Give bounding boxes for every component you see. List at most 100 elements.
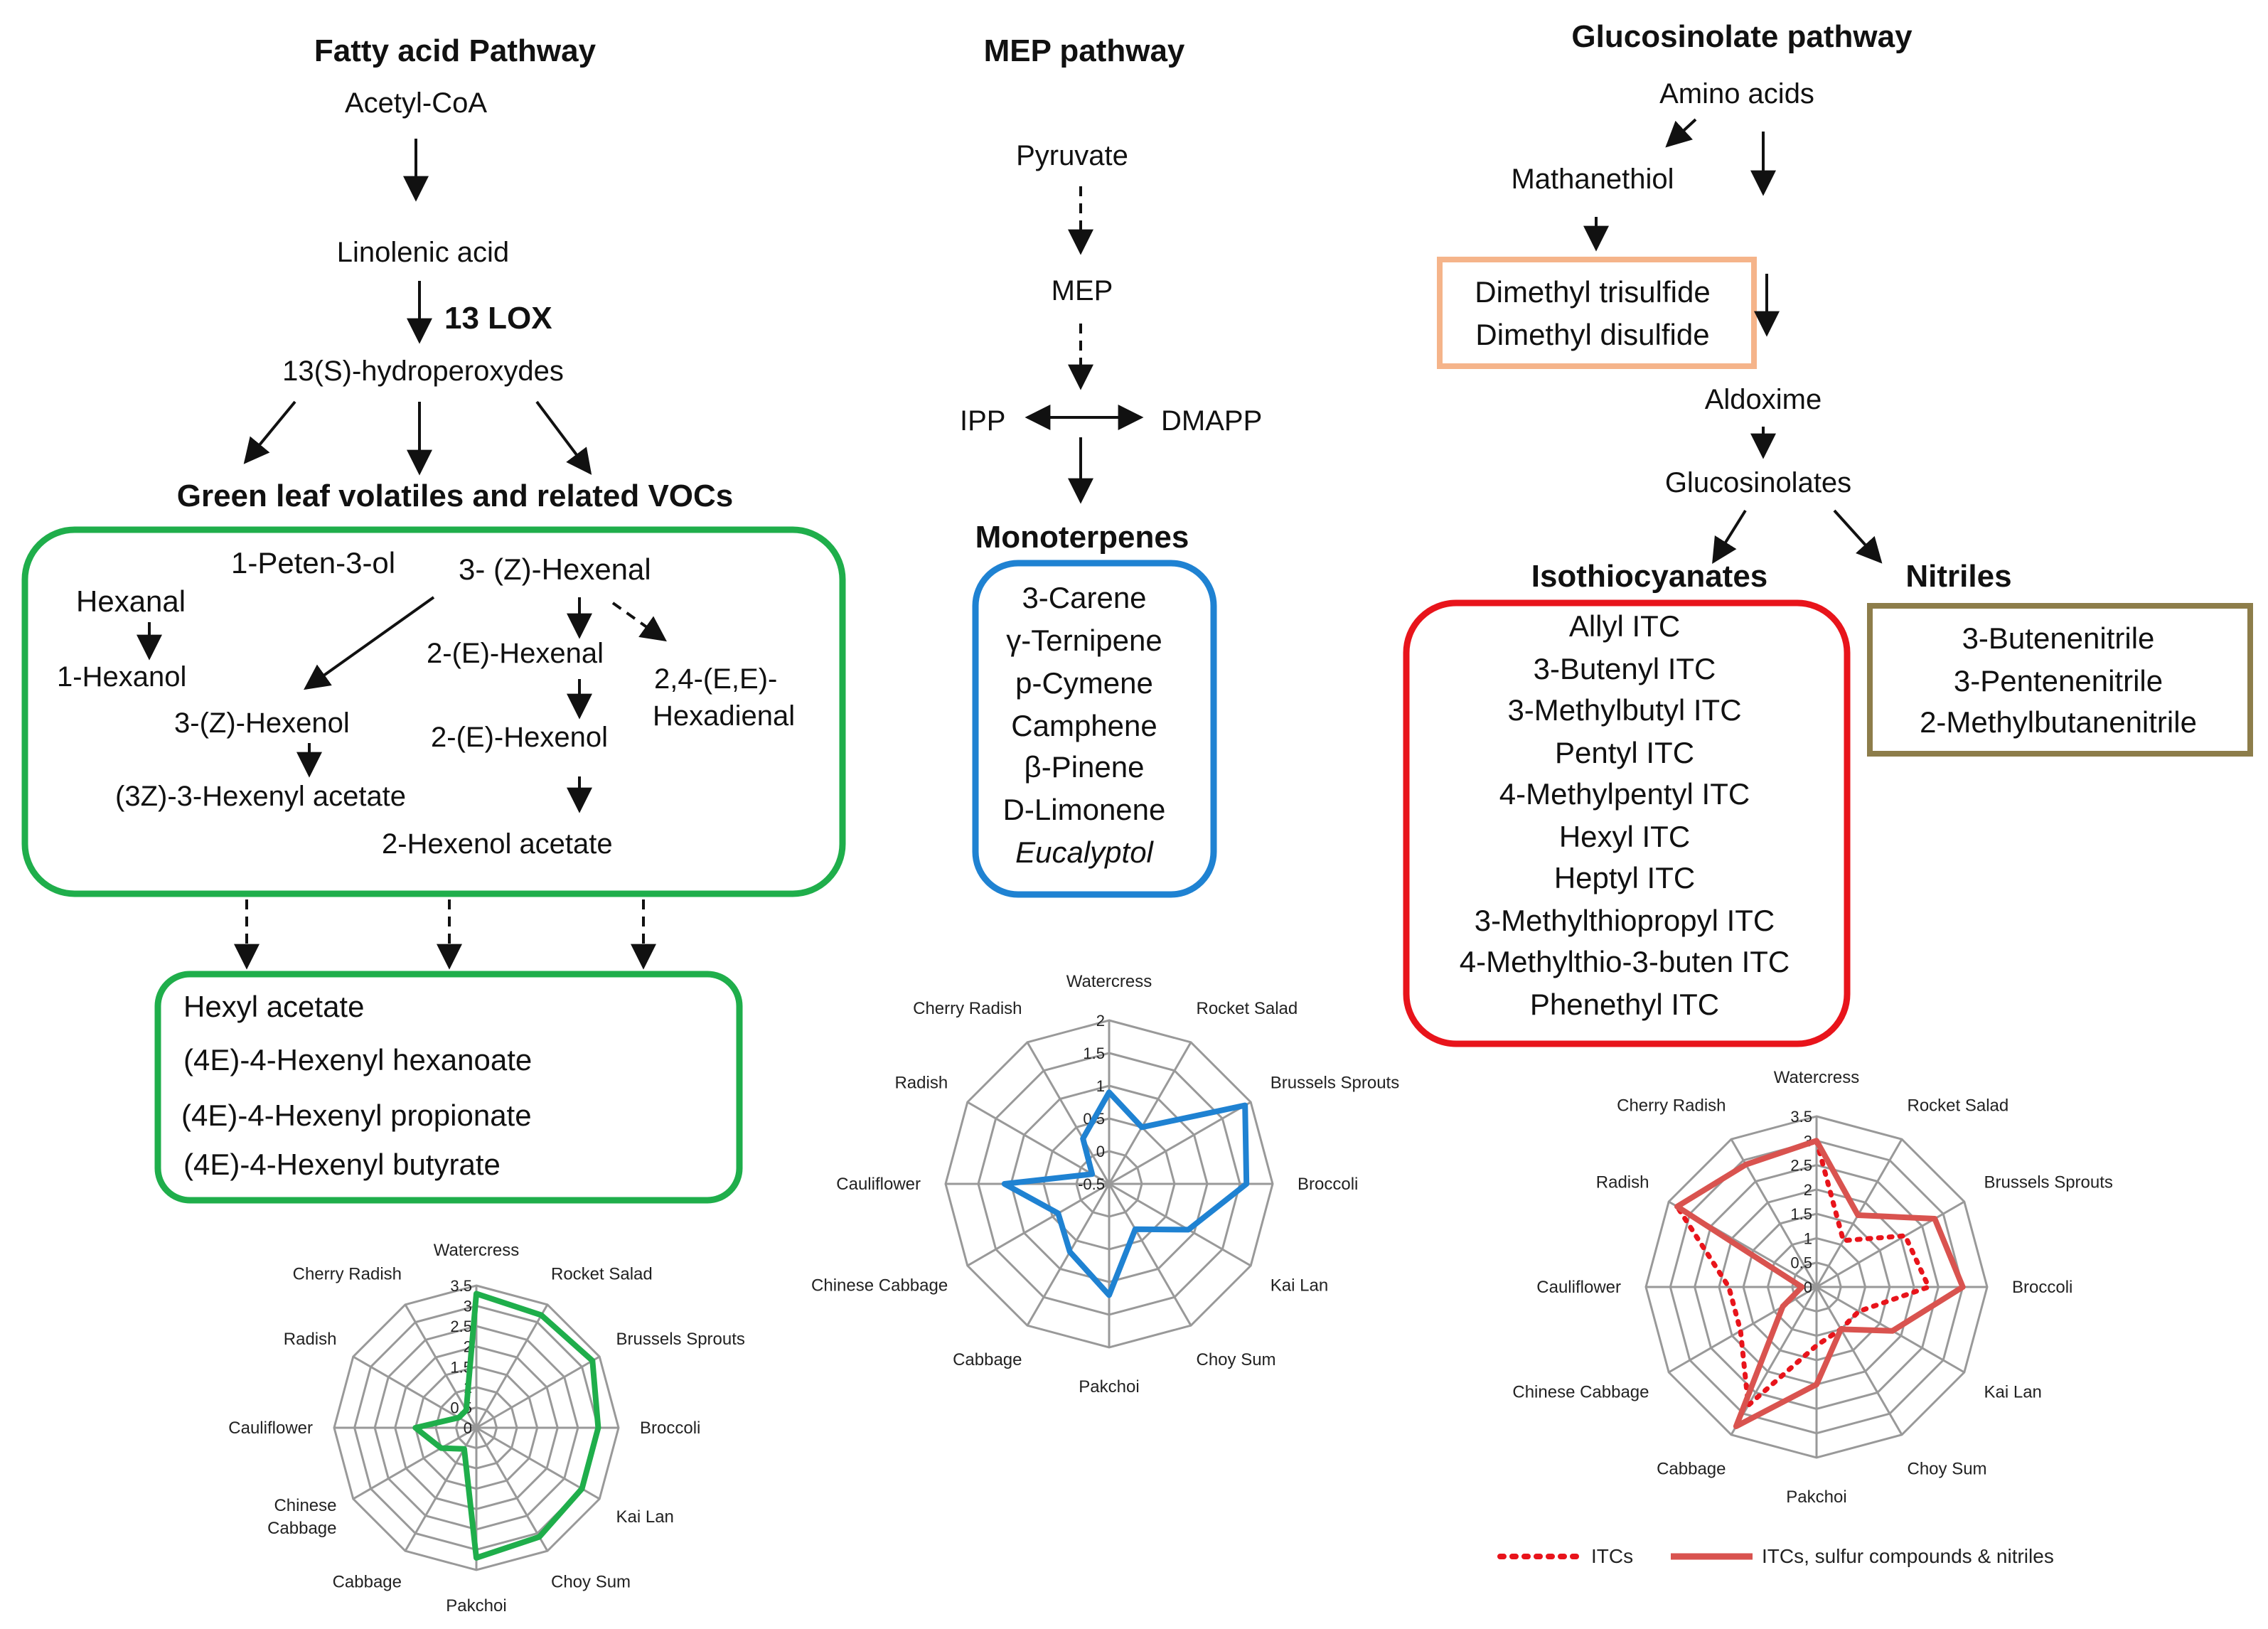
radar-tick-label: 0.5 — [1790, 1254, 1812, 1272]
radar-category-label: Radish — [894, 1074, 948, 1093]
radar-tick-label: 3.5 — [1790, 1108, 1812, 1126]
z-hexenal-label: 3- (Z)-Hexenal — [459, 552, 651, 586]
fatty-acid-pathway-title: Fatty acid Pathway — [314, 33, 597, 68]
radar-category-label: Brussels Sprouts — [616, 1330, 745, 1349]
radar-tick-label: 0 — [1804, 1278, 1812, 1296]
monoterpene-item: p-Cymene — [1015, 666, 1153, 700]
radar-spoke — [1108, 1182, 1251, 1267]
radar-category-label: Cauliflower — [1536, 1278, 1621, 1297]
itc-item: 4-Methylthio-3-buten ITC — [1460, 945, 1790, 978]
nitrile-item: 3-Butenenitrile — [1962, 621, 2155, 655]
arrow-hydro-left — [243, 400, 296, 464]
mep-pathway-title: MEP pathway — [984, 33, 1185, 68]
itc-item: 3-Methylbutyl ITC — [1507, 693, 1741, 727]
monoterpene-item: Camphene — [1011, 709, 1157, 742]
radar-category-label: Cauliflower — [228, 1419, 313, 1438]
radar-tick-label: 3 — [464, 1298, 472, 1315]
radar-spoke — [1026, 1183, 1111, 1326]
arrow-amino-methanethiol — [1665, 118, 1697, 148]
radar-category-label: Choy Sum — [1908, 1460, 1987, 1479]
radar-tick-label: 2.5 — [450, 1318, 472, 1335]
radar-category-label: Broccoli — [1298, 1175, 1358, 1194]
radar-category-label: Kai Lan — [1984, 1383, 2042, 1402]
radar-category-label: Radish — [284, 1330, 337, 1349]
isothiocyanates-title: Isothiocyanates — [1531, 559, 1768, 594]
acetyl-coa-label: Acetyl-CoA — [345, 87, 487, 119]
hexenyl-acetate-label: (3Z)-3-Hexenyl acetate — [115, 781, 406, 812]
radar-category-label: Watercress — [1066, 972, 1152, 991]
hexadienal-label-2: Hexadienal — [653, 700, 795, 732]
radar-category-label: Kai Lan — [1271, 1276, 1328, 1296]
radar-category-label: Cabbage — [1657, 1460, 1726, 1479]
itc-item: 4-Methylpentyl ITC — [1499, 777, 1750, 811]
radar-category-label: Cauliflower — [836, 1175, 921, 1194]
hexenol-acetate-label: 2-Hexenol acetate — [382, 828, 613, 860]
radar-tick-label: 1 — [1804, 1229, 1812, 1247]
radar-category-label: Broccoli — [640, 1419, 700, 1438]
radar-legend: ITCs ITCs, sulfur compounds & nitriles — [1497, 1545, 2054, 1567]
radar-category-label: Cherry Radish — [293, 1265, 402, 1284]
e-hexenol-label: 2-(E)-Hexenol — [431, 722, 608, 753]
radar-series-line — [1674, 1138, 1932, 1408]
arrow-dashed-hexadienal — [611, 602, 667, 642]
nitrile-item: 2-Methylbutanenitrile — [1920, 705, 2197, 739]
hydroperoxydes-label: 13(S)-hydroperoxydes — [282, 356, 564, 387]
radar-category-label: Cherry Radish — [913, 999, 1022, 1018]
monoterpene-item: 3-Carene — [1022, 581, 1146, 614]
radar-category-label: Broccoli — [2012, 1278, 2072, 1297]
disulfide-label: Dimethyl disulfide — [1475, 318, 1709, 351]
radar-spoke — [475, 1304, 549, 1428]
radar-spoke — [967, 1182, 1110, 1267]
radar-series-line — [412, 1291, 601, 1561]
radar-category-label: Rocket Salad — [1908, 1096, 2009, 1116]
ester-item: (4E)-4-Hexenyl hexanoate — [183, 1043, 532, 1077]
aldoxime-label: Aldoxime — [1705, 384, 1822, 415]
radar-category-label: Pakchoi — [1786, 1488, 1846, 1507]
itc-item: 3-Butenyl ITC — [1534, 652, 1716, 685]
radar-category-label: Cabbage — [953, 1350, 1022, 1369]
ester-item: (4E)-4-Hexenyl propionate — [181, 1099, 532, 1132]
dmapp-label: DMAPP — [1161, 405, 1262, 437]
arrow-to-nitriles — [1833, 509, 1883, 564]
monoterpene-item: γ-Ternipene — [1006, 624, 1162, 657]
radar-tick-label: 1 — [1096, 1077, 1105, 1095]
glucosinolates-label: Glucosinolates — [1665, 467, 1851, 498]
lox-label: 13 LOX — [444, 301, 552, 336]
itc-item: Phenethyl ITC — [1530, 988, 1719, 1021]
radar-tick-label: 3.5 — [450, 1277, 472, 1295]
methanethiol-label: Mathanethiol — [1511, 164, 1674, 195]
radar-spoke — [1108, 1183, 1192, 1326]
radar-category-label: Chinese Cabbage — [1512, 1383, 1649, 1402]
arrow-hydro-right — [535, 400, 592, 475]
itc-item: Pentyl ITC — [1555, 736, 1694, 769]
radar-category-label: Cherry Radish — [1617, 1096, 1726, 1116]
radar-category-label: Kai Lan — [616, 1507, 674, 1527]
trisulfide-label: Dimethyl trisulfide — [1475, 275, 1710, 309]
z-hexenol-label: 3-(Z)-Hexenol — [174, 707, 350, 739]
radar-category-label: Watercress — [434, 1241, 519, 1260]
hexadienal-label-1: 2,4-(E,E)- — [654, 663, 777, 695]
radar-spoke — [1026, 1042, 1111, 1185]
monoterpene-item: β-Pinene — [1025, 750, 1145, 784]
pyruvate-label: Pyruvate — [1016, 140, 1128, 171]
radar-category-label: Brussels Sprouts — [1271, 1074, 1399, 1093]
peten-ol-label: 1-Peten-3-ol — [231, 546, 395, 580]
mep-label: MEP — [1052, 275, 1113, 306]
monoterpenes-title: Monoterpenes — [975, 520, 1189, 555]
monoterpene-item: Eucalyptol — [1015, 835, 1154, 869]
radar-category-label: Pakchoi — [446, 1596, 506, 1615]
radar-tick-label: 0 — [1096, 1143, 1105, 1160]
nitriles-title: Nitriles — [1905, 559, 2011, 594]
glucosinolate-pathway-title: Glucosinolate pathway — [1571, 19, 1913, 54]
legend-itcs-sulfur-label: ITCs, sulfur compounds & nitriles — [1762, 1545, 2054, 1567]
arrow-to-itc — [1712, 509, 1747, 565]
radar-category-label: Chinese Cabbage — [811, 1276, 948, 1296]
radar-category-label: Rocket Salad — [551, 1265, 653, 1284]
radar-category-label: Brussels Sprouts — [1984, 1173, 2113, 1192]
radar-spoke — [1108, 1101, 1251, 1185]
radar-tick-label: 2 — [1096, 1012, 1105, 1030]
linolenic-acid-label: Linolenic acid — [337, 237, 509, 268]
